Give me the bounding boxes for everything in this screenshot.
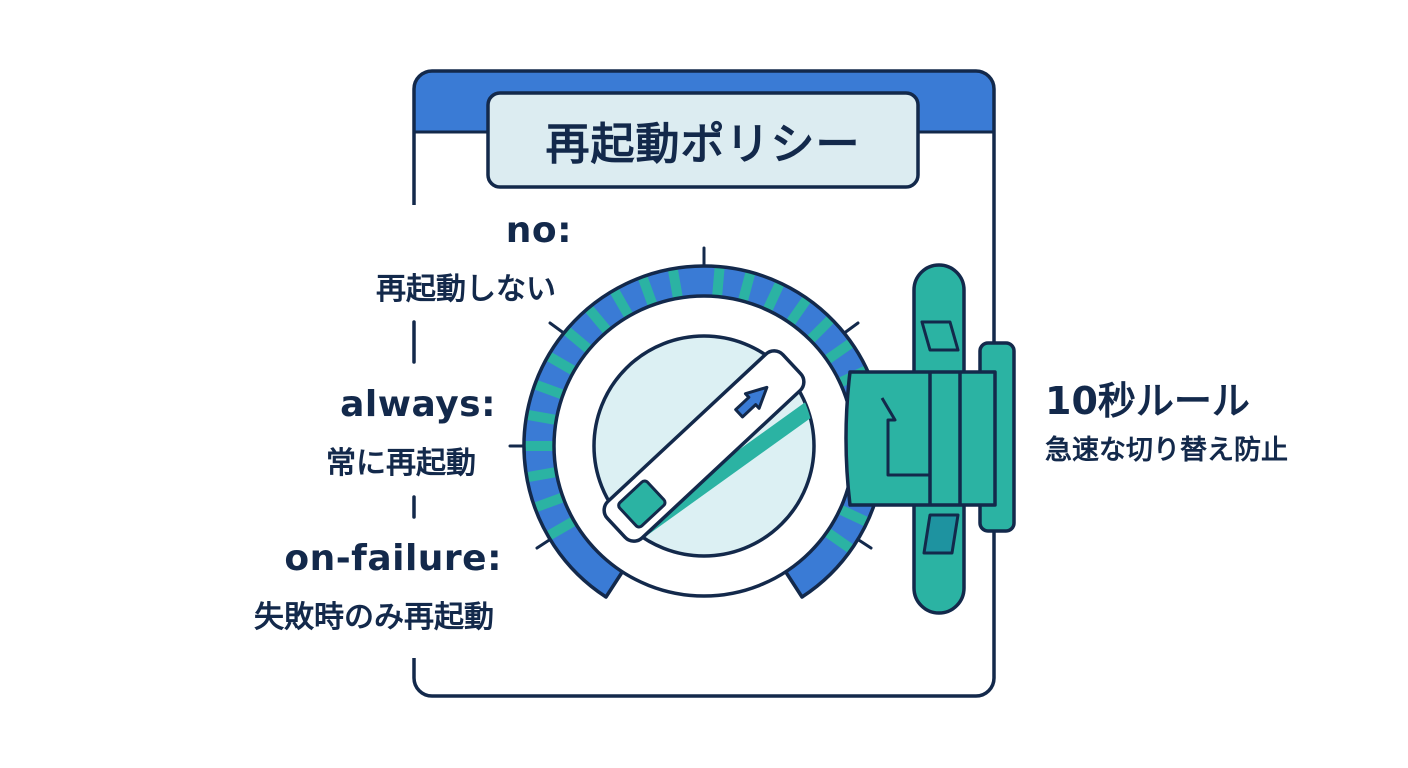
- arrow-up-right-icon: [734, 385, 769, 419]
- policy-desc-always: 常に再起動: [326, 446, 476, 481]
- title-box: [486, 91, 920, 189]
- rule-title: 10秒ルール: [1045, 379, 1250, 423]
- policy-key-always: always:: [340, 384, 496, 425]
- rule-description: 急速な切り替え防止: [1045, 435, 1288, 466]
- policy-key-no: no:: [505, 210, 572, 251]
- policy-desc-no: 再起動しない: [376, 272, 556, 307]
- policy-key-on-failure: on-failure:: [284, 538, 502, 579]
- dial-handle[interactable]: [599, 346, 809, 546]
- rotary-dial-icon: [508, 246, 886, 599]
- clamp-latch-icon: [844, 263, 1016, 615]
- page-title: 再起動ポリシー: [545, 119, 861, 170]
- policy-desc-on-failure: 失敗時のみ再起動: [254, 600, 494, 635]
